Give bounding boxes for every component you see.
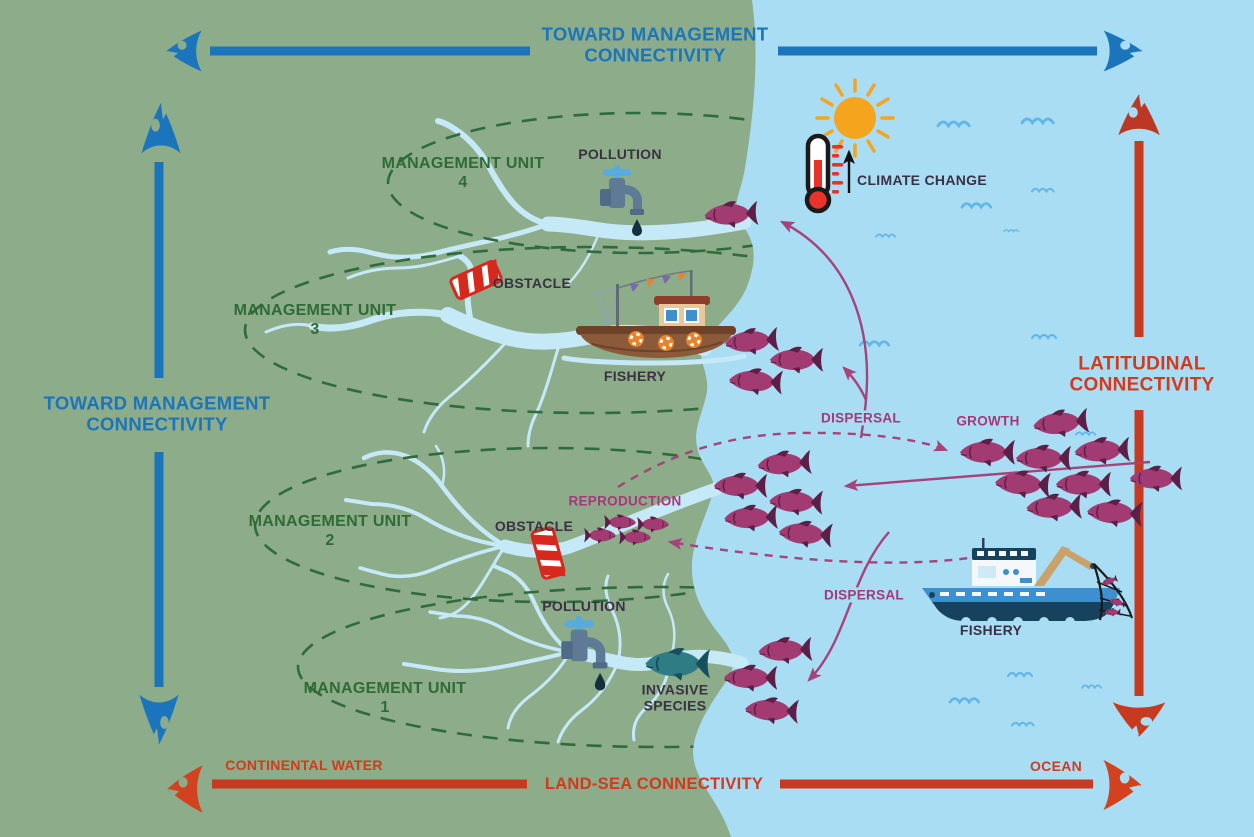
axis-top-label: TOWARD MANAGEMENT CONNECTIVITY: [541, 23, 769, 65]
obstacle-mu2-label: OBSTACLE: [494, 518, 574, 535]
mu4-label: MANAGEMENT UNIT 4: [381, 155, 545, 191]
arrow-dispersal-to-mu4: [779, 220, 869, 401]
mu3-outline: [243, 245, 756, 415]
axis-right-label: LATITUDINAL CONNECTIVITY: [1069, 353, 1215, 396]
arrow-reproduction-to-growth-dashed: [617, 431, 949, 489]
axis-bottom-land-sea-connectivity: [167, 760, 1142, 813]
invasive-species-label: INVASIVE SPECIES: [641, 681, 709, 713]
pollution-mu1-label: POLLUTION: [542, 598, 626, 615]
mu1-outline: [296, 585, 756, 749]
mu3-label: MANAGEMENT UNIT 3: [233, 302, 397, 338]
reproduction-label: REPRODUCTION: [568, 493, 682, 509]
axis-bottom-label: LAND-SEA CONNECTIVITY: [544, 774, 764, 793]
dispersal-north-label: DISPERSAL: [818, 410, 904, 426]
wooden-fishing-boat-icon: [561, 270, 747, 366]
mu2-outline: [253, 446, 756, 604]
dispersal-south-label: DISPERSAL: [821, 587, 907, 603]
life-ring-icon: [628, 331, 702, 351]
climate-change-label: CLIMATE CHANGE: [857, 172, 987, 189]
arrow-dispersal-to-mu3: [842, 366, 868, 401]
thermometer-icon: [804, 133, 855, 214]
sun-icon: [815, 78, 895, 158]
mu1-label: MANAGEMENT UNIT 1: [303, 680, 467, 716]
mu4-outline: [386, 111, 756, 255]
fishery-mu3-label: FISHERY: [603, 368, 667, 385]
obstacle-mu3-label: OBSTACLE: [492, 275, 572, 292]
mu2-label: MANAGEMENT UNIT 2: [248, 513, 412, 549]
pollution-mu4-label: POLLUTION: [578, 146, 662, 163]
arrow-to-reproduction-dashed: [667, 538, 983, 564]
river-mu4: [327, 118, 752, 286]
growth-label: GROWTH: [956, 413, 1020, 429]
axis-left-label: TOWARD MANAGEMENT CONNECTIVITY: [43, 392, 271, 434]
fishery-sea-label: FISHERY: [959, 622, 1023, 639]
ocean-label: OCEAN: [1029, 758, 1083, 775]
continental-water-label: CONTINENTAL WATER: [225, 757, 383, 774]
arrow-growth-to-coast: [843, 460, 1151, 492]
axis-left-management-connectivity: [139, 103, 181, 745]
axis-top-management-connectivity: [166, 30, 1143, 72]
management-unit-outlines: [243, 111, 756, 749]
axis-right-latitudinal-connectivity: [1112, 94, 1166, 737]
arrow-dispersal-to-mu1: [807, 531, 890, 682]
trawler-boat-icon: [922, 538, 1134, 627]
